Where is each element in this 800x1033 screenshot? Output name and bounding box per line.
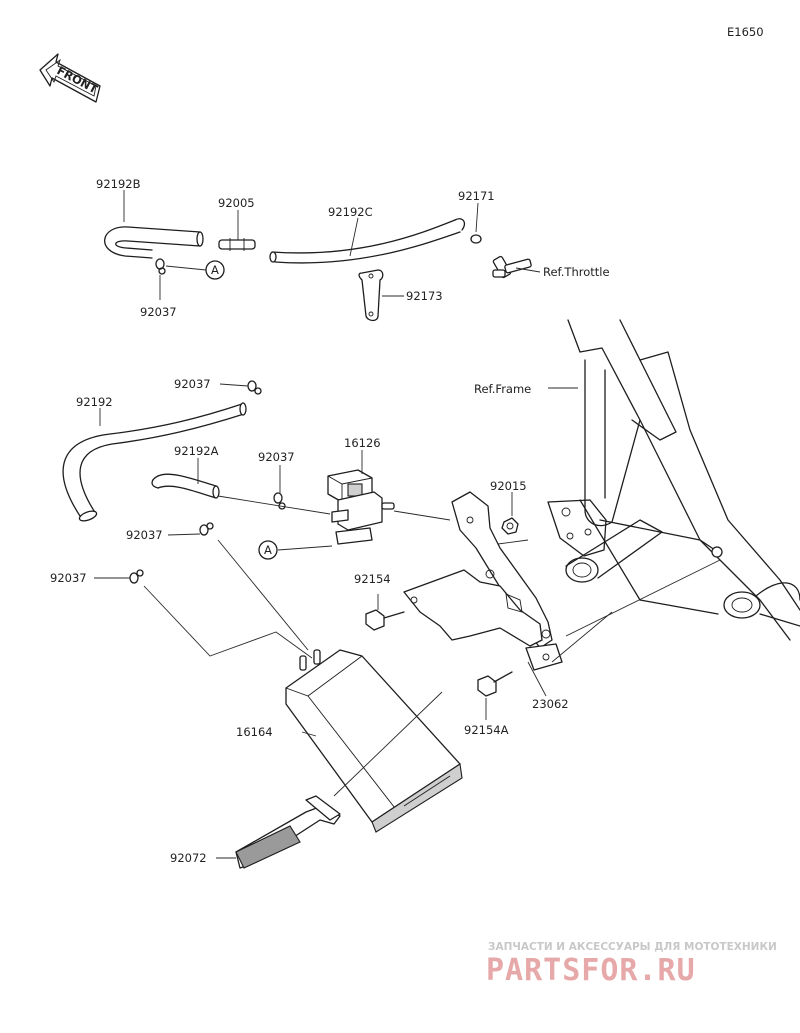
label-16164: 16164 — [236, 725, 273, 739]
t-fitting-throttle — [492, 255, 532, 279]
svg-text:A: A — [211, 263, 219, 277]
diagram-code: E1650 — [727, 25, 764, 39]
label-92072: 92072 — [170, 851, 207, 865]
label-92192: 92192 — [76, 395, 113, 409]
solenoid-valve-16126 — [327, 469, 395, 545]
hose-92192 — [62, 402, 247, 522]
label-16126: 16126 — [344, 436, 381, 450]
callout-a-middle: A — [258, 540, 333, 560]
hose-92192a — [151, 473, 220, 499]
label-92037-b: 92037 — [174, 377, 211, 391]
part-labels: 92192B 92005 92192C 92171 Ref.Throttle 9… — [50, 177, 610, 865]
label-92037-d: 92037 — [126, 528, 163, 542]
hose-92192c — [269, 218, 466, 264]
bolt-92154 — [365, 609, 405, 631]
joint-pipe-92005 — [218, 238, 256, 251]
label-ref-throttle: Ref.Throttle — [543, 265, 610, 279]
label-92015: 92015 — [490, 479, 527, 493]
label-92037-e: 92037 — [50, 571, 87, 585]
label-92037-c: 92037 — [258, 450, 295, 464]
watermark-logo: PARTSFOR.RU — [486, 953, 696, 988]
label-92192a: 92192A — [174, 444, 219, 458]
canister-16164 — [285, 649, 463, 833]
label-92037-a: 92037 — [140, 305, 177, 319]
clip-92037-top — [155, 258, 166, 275]
watermark-tagline: ЗАПЧАСТИ И АКСЕССУАРЫ ДЛЯ МОТОТЕХНИКИ — [488, 941, 777, 953]
bracket-main — [403, 491, 553, 649]
watermark: ЗАПЧАСТИ И АКСЕССУАРЫ ДЛЯ МОТОТЕХНИКИ PA… — [486, 941, 777, 988]
label-ref-frame: Ref.Frame — [474, 382, 531, 396]
strap-92072 — [235, 795, 341, 869]
label-92192b: 92192B — [96, 177, 141, 191]
label-92154: 92154 — [354, 572, 391, 586]
label-92192c: 92192C — [328, 205, 373, 219]
bracket-92173 — [358, 269, 384, 322]
leader-lines — [94, 190, 721, 859]
hose-92192b — [104, 226, 204, 259]
front-arrow-icon: FRONT — [39, 53, 101, 103]
label-92171: 92171 — [458, 189, 495, 203]
label-23062: 23062 — [532, 697, 569, 711]
bolt-92154a — [477, 671, 513, 697]
clamp-92171 — [470, 234, 482, 244]
nut-92015 — [501, 517, 519, 535]
svg-text:A: A — [264, 543, 272, 557]
callout-a-top: A — [165, 260, 225, 280]
label-92005: 92005 — [218, 196, 255, 210]
label-92173: 92173 — [406, 289, 443, 303]
frame-outline — [547, 319, 800, 641]
clip-92037-upper — [247, 380, 262, 395]
label-92154a: 92154A — [464, 723, 509, 737]
clip-92037-lower — [129, 569, 144, 584]
clip-92037-left — [199, 522, 214, 536]
plate-23062 — [525, 643, 563, 671]
